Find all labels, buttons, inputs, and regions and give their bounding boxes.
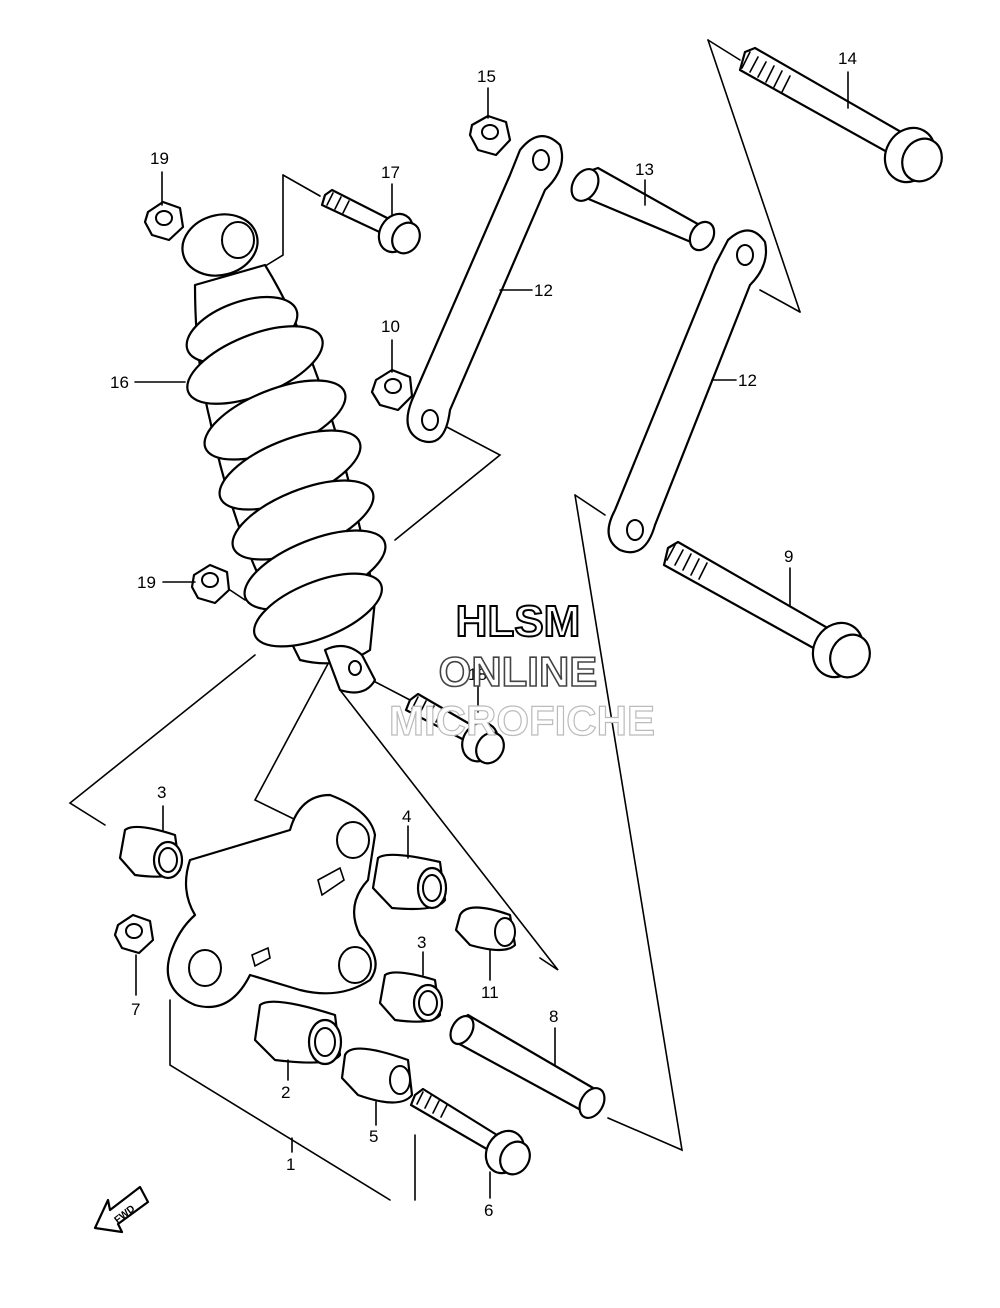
callout-8: 8: [549, 1007, 558, 1026]
watermark-line-3: MICROFICHE: [389, 697, 655, 744]
callout-19-top: 19: [150, 149, 169, 168]
bearing-2[interactable]: [253, 1000, 343, 1066]
bolt-17[interactable]: [320, 188, 425, 258]
callout-2: 2: [281, 1083, 290, 1102]
callout-11: 11: [481, 983, 499, 1002]
callout-12-left: 12: [534, 281, 553, 300]
nut-19-lower[interactable]: [190, 563, 231, 605]
callout-15: 15: [477, 67, 496, 86]
callout-4: 4: [402, 807, 411, 826]
callout-6: 6: [484, 1201, 493, 1220]
callout-17: 17: [381, 163, 400, 182]
callout-18: 18: [468, 665, 487, 684]
callout-19-lower: 19: [137, 573, 156, 592]
bolt-9[interactable]: [662, 540, 877, 686]
bolt-14[interactable]: [738, 46, 949, 191]
nut-15[interactable]: [468, 114, 512, 157]
callout-16: 16: [110, 373, 129, 392]
cushion-lever-1[interactable]: [166, 793, 377, 1009]
callout-1: 1: [286, 1155, 295, 1174]
callout-12-right: 12: [738, 371, 757, 390]
link-rod-12-right[interactable]: [607, 229, 768, 554]
sleeve-13[interactable]: [566, 164, 719, 254]
callout-10: 10: [381, 317, 400, 336]
callout-labels: 1 2 3 3 4 5 6 7 8 9 10 11 12 12 13 14 15…: [110, 49, 857, 1220]
bearing-3-right[interactable]: [378, 971, 444, 1023]
watermark-line-1: HLSM: [456, 597, 581, 646]
bearing-4[interactable]: [371, 853, 448, 911]
nut-19-top[interactable]: [143, 200, 185, 242]
callout-3-upper: 3: [157, 783, 166, 802]
callout-9: 9: [784, 547, 793, 566]
nut-10[interactable]: [370, 368, 414, 412]
link-rod-12-left[interactable]: [406, 135, 564, 443]
callout-5: 5: [369, 1127, 378, 1146]
callout-7: 7: [131, 1000, 140, 1019]
bolt-18[interactable]: [404, 692, 509, 768]
fwd-arrow-icon: FWD: [93, 1185, 150, 1234]
watermark-line-2: ONLINE: [439, 648, 598, 695]
bolt-6[interactable]: [409, 1087, 536, 1180]
shock-absorber-16[interactable]: [176, 206, 396, 694]
sleeve-8[interactable]: [446, 1012, 610, 1122]
callout-14: 14: [838, 49, 857, 68]
nut-7[interactable]: [113, 913, 155, 955]
callout-13: 13: [635, 160, 654, 179]
callout-3-lower: 3: [417, 933, 426, 952]
spacer-11[interactable]: [454, 906, 517, 952]
spacer-5[interactable]: [340, 1047, 414, 1104]
watermark: HLSM ONLINE MICROFICHE: [388, 596, 655, 745]
callout-leaders: [134, 71, 849, 1199]
bearing-3-left[interactable]: [118, 825, 184, 880]
